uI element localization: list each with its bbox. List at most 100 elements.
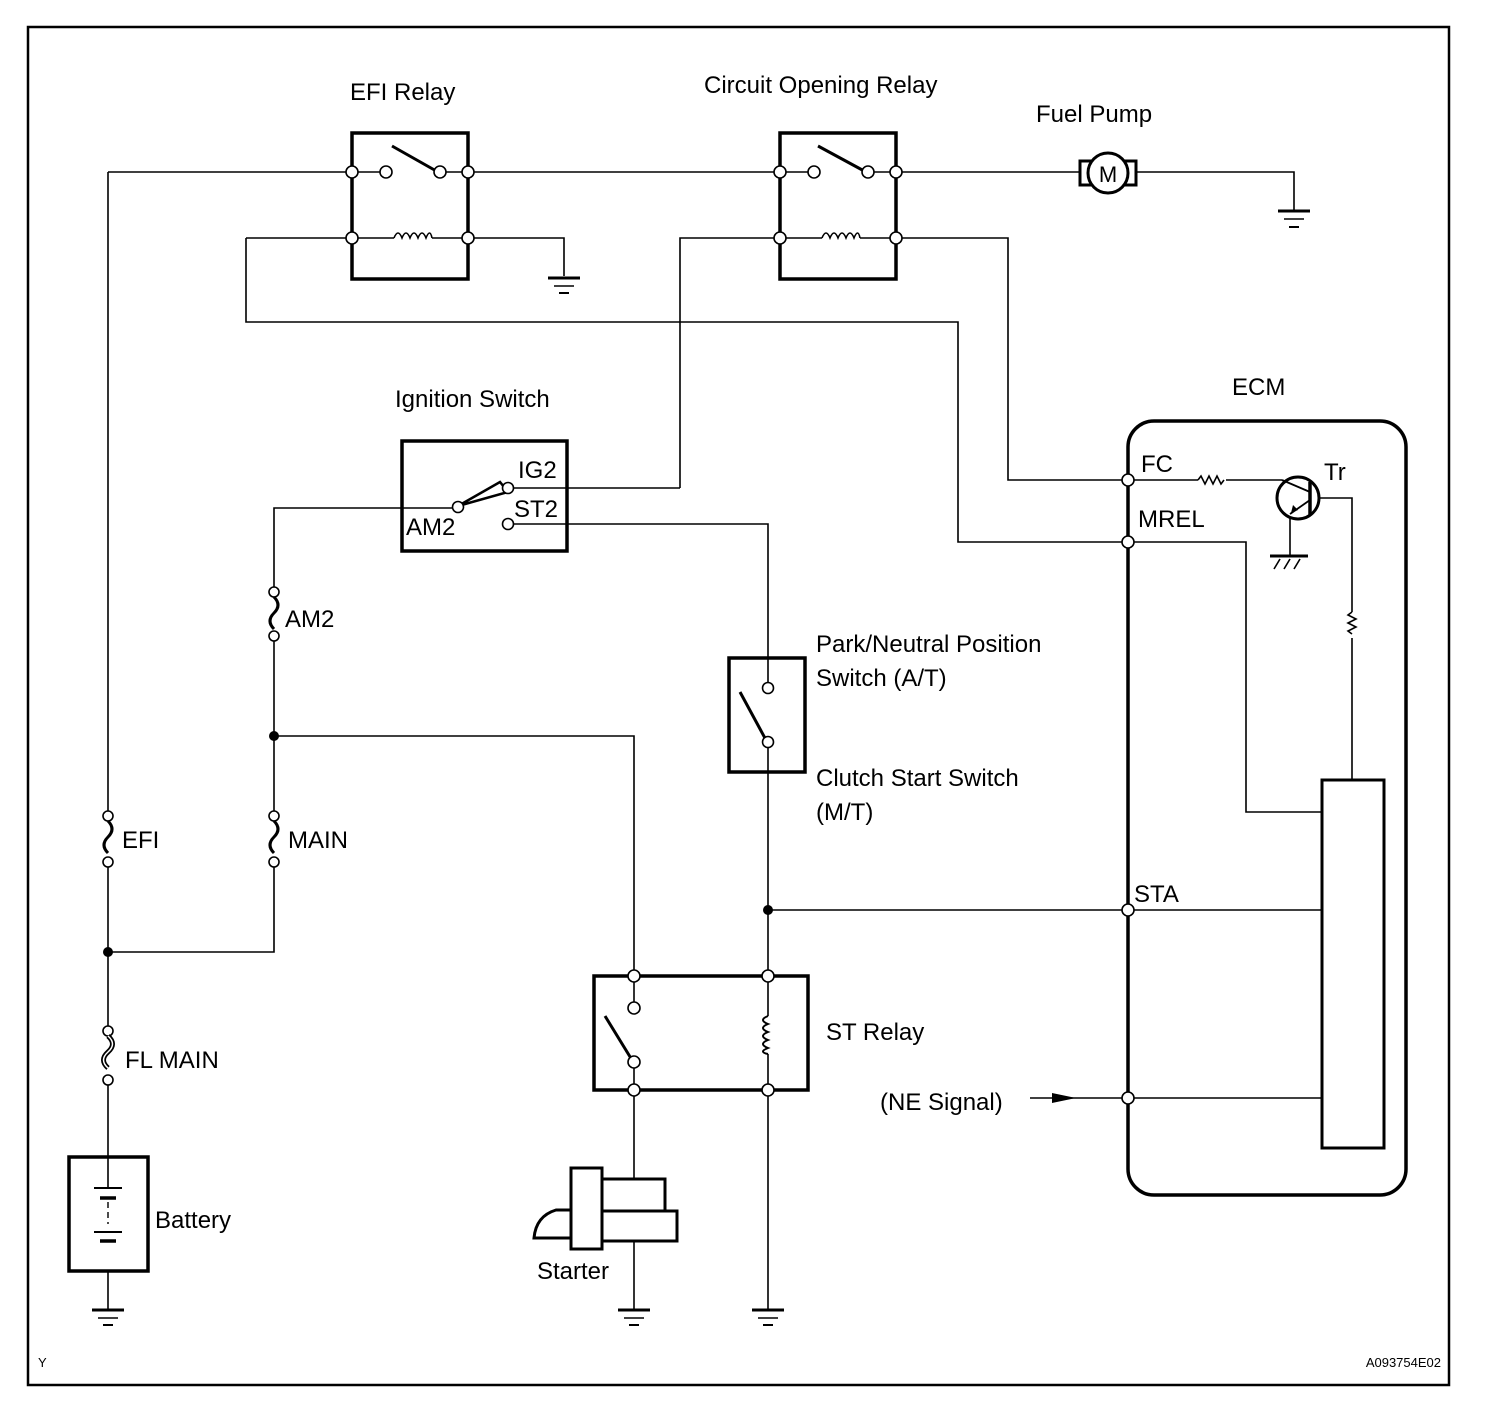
fc-label: FC [1141, 451, 1173, 478]
st-relay-label: ST Relay [826, 1019, 924, 1046]
mrel-label: MREL [1138, 506, 1205, 533]
terminal [627, 969, 641, 983]
starter-pinion-icon [532, 1208, 571, 1240]
chassis-ground-icon [1270, 554, 1308, 570]
terminal [761, 1083, 775, 1097]
wires [107, 171, 1353, 1310]
am2-terminal-label: AM2 [406, 514, 455, 541]
terminal [761, 681, 775, 695]
fuse-icon [268, 819, 280, 855]
motor-symbol-label: M [1099, 162, 1117, 187]
terminal [102, 1025, 114, 1037]
terminal [345, 165, 359, 179]
ignition-switch-box [400, 439, 569, 553]
st-relay-switch-arm [603, 1015, 634, 1061]
junction-dot [103, 947, 113, 957]
ecm-label: ECM [1232, 374, 1285, 401]
terminal [461, 231, 475, 245]
terminal [627, 1083, 641, 1097]
fuse-icon [102, 819, 114, 855]
terminal [761, 969, 775, 983]
corner-letter: Y [38, 1355, 47, 1370]
fuse-am2: AM2 [268, 586, 334, 642]
st-relay-box [592, 974, 810, 1092]
terminal [761, 735, 775, 749]
ecm-box [1126, 419, 1408, 1197]
terminal [773, 231, 787, 245]
st2-label: ST2 [514, 496, 558, 523]
ecm-terminal-sta [1121, 903, 1135, 917]
ne-signal-label: (NE Signal) [880, 1089, 1003, 1116]
ecm: ECM Tr FC MREL STA [1121, 374, 1408, 1197]
terminal [807, 165, 821, 179]
st-relay: ST Relay [592, 969, 924, 1097]
terminal [889, 165, 903, 179]
wire-tr-base [1314, 497, 1353, 780]
fuse-efi: EFI [102, 810, 159, 868]
terminal [268, 586, 280, 598]
starter-body [569, 1166, 604, 1251]
sta-label: STA [1134, 881, 1179, 908]
ground-icon [92, 1308, 124, 1326]
pnp-label-2: Switch (A/T) [816, 665, 947, 692]
fuse-am2-label: AM2 [285, 606, 334, 633]
ground-symbols [92, 209, 1310, 1326]
battery-label: Battery [155, 1207, 231, 1234]
resistor-icon [1346, 611, 1358, 635]
cor-coil-icon [821, 232, 861, 241]
efi-relay-coil-icon [393, 232, 433, 241]
wire-mrel [245, 238, 1128, 543]
fuel-pump: M Fuel Pump [1036, 101, 1152, 195]
st-relay-coil-icon [762, 1015, 771, 1055]
terminal [345, 231, 359, 245]
terminal [461, 165, 475, 179]
cor-switch-arm [817, 144, 867, 174]
wire-pump-ground [1134, 171, 1295, 210]
arrow-right-icon [1052, 1093, 1076, 1103]
ground-icon [548, 276, 580, 294]
efi-relay-switch-arm [391, 144, 439, 174]
fuse-efi-label: EFI [122, 827, 159, 854]
wire-efi-coil-ground [468, 237, 565, 276]
terminal [433, 165, 447, 179]
terminal [627, 1001, 641, 1015]
ecm-terminal-fc [1121, 473, 1135, 487]
terminal [627, 1055, 641, 1069]
ecm-terminal-mrel [1121, 535, 1135, 549]
clutch-label-1: Clutch Start Switch [816, 765, 1019, 792]
junction-dot [269, 731, 279, 741]
wire-mrel-internal [1128, 541, 1322, 813]
terminal [501, 481, 515, 495]
pnp-label-1: Park/Neutral Position [816, 631, 1041, 658]
cor-box [778, 131, 898, 281]
efi-relay: EFI Relay [345, 79, 475, 281]
wire-fc [896, 237, 1128, 481]
clutch-label-2: (M/T) [816, 799, 873, 826]
ne-signal: (NE Signal) [880, 1089, 1076, 1116]
efi-relay-label: EFI Relay [350, 79, 455, 106]
figure-id: A093754E02 [1366, 1355, 1441, 1370]
terminal [268, 856, 280, 868]
ground-icon [618, 1308, 650, 1326]
junction-dot [763, 905, 773, 915]
diagram-frame [26, 25, 1451, 1387]
ground-icon [1278, 209, 1310, 228]
terminal [861, 165, 875, 179]
fuel-pump-label: Fuel Pump [1036, 101, 1152, 128]
starter-motor [600, 1209, 679, 1243]
fuse-icon [268, 595, 280, 631]
efi-relay-box [350, 131, 470, 281]
terminal [451, 500, 465, 514]
ground-icon [752, 1308, 784, 1326]
terminal [102, 856, 114, 868]
motor-icon [1086, 151, 1130, 195]
fusible-link-inner [102, 1035, 114, 1069]
fuse-fl-main: FL MAIN [101, 1025, 219, 1086]
starter-label: Starter [537, 1258, 609, 1285]
terminal [268, 810, 280, 822]
ecm-terminal-ne [1121, 1091, 1135, 1105]
park-neutral-switch: Park/Neutral Position Switch (A/T) Clutc… [727, 631, 1041, 826]
pnp-switch-box [727, 656, 807, 774]
terminal [268, 630, 280, 642]
